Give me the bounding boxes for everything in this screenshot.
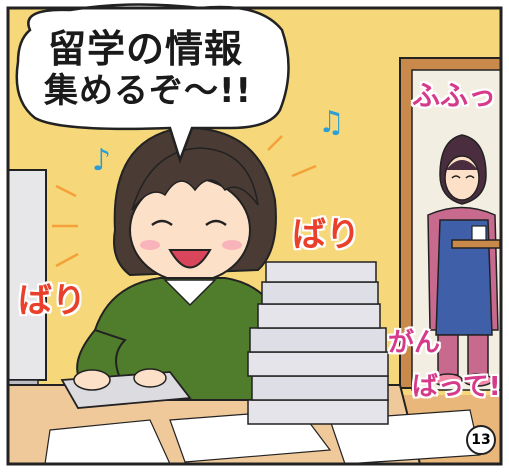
sfx-ganbatte-2: ばって! bbox=[412, 372, 501, 402]
speech-bubble bbox=[15, 3, 290, 164]
music-note-left-icon: ♪ bbox=[92, 143, 112, 178]
music-note-right-icon: ♫ bbox=[318, 105, 345, 140]
sfx-bari-right: ばり bbox=[292, 215, 360, 255]
speech-line-2: 集めるぞ〜!! bbox=[44, 71, 253, 111]
panel-number: 13 bbox=[466, 425, 496, 455]
mother-figure bbox=[427, 134, 501, 387]
emphasis-lines bbox=[52, 135, 317, 268]
book-stack bbox=[247, 261, 389, 425]
sfx-ganbatte-1: がん bbox=[388, 328, 441, 358]
sfx-bari-left: ばり bbox=[18, 281, 86, 321]
sfx-fufu: ふふっ bbox=[412, 79, 497, 112]
student-figure bbox=[76, 126, 292, 401]
panel-border bbox=[6, 6, 503, 466]
computer-monitor bbox=[7, 169, 47, 381]
speech-line-1: 留学の情報 bbox=[48, 27, 244, 71]
